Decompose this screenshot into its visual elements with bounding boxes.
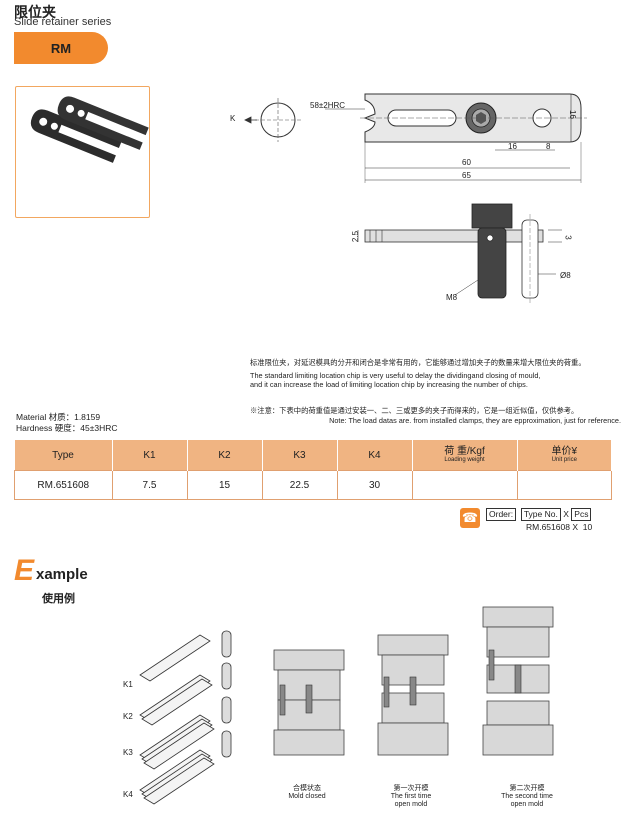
header-k1: K1 [112, 440, 188, 471]
caption-first-open-cn: 第一次开模 [393, 785, 429, 792]
dim-60: 60 [462, 158, 471, 167]
order-pcs: Pcs [571, 508, 592, 521]
caption-second-open-en: The second time [501, 793, 553, 800]
k1-label: K1 [123, 680, 133, 689]
hardness-note: 58±2HRC [310, 101, 346, 110]
caption-mold-closed: 合模状态 Mold closed [274, 785, 340, 801]
material-info: Material 材质：1.8159 Hardness 硬度：45±3HRC [16, 412, 118, 434]
note-cn: ※注意：下表中的荷重值是通过安装一、二、三或更多的夹子而得来的，它是一组近似值，… [250, 406, 579, 415]
note: ※注意：下表中的荷重值是通过安装一、二、三或更多的夹子而得来的，它是一组近似值，… [250, 406, 625, 426]
mold-diagrams [273, 606, 554, 756]
cell-k3: 22.5 [261, 470, 338, 500]
header-k3: K3 [262, 440, 338, 471]
header-k2: K2 [187, 440, 263, 471]
hardness-line: Hardness 硬度：45±3HRC [16, 423, 118, 433]
order-label: Order: [486, 508, 517, 521]
header-price-en: Unit price [551, 457, 577, 463]
spec-table-header: Type K1 K2 K3 K4 荷 重/Kgf Loading weight … [14, 440, 612, 471]
order-type-no: Type No. [520, 508, 561, 521]
k4-label: K4 [123, 790, 133, 799]
description: 标准限位夹，对延迟模具的分开和闭合是非常有用的，它能够通过增加夹子的数量来增大限… [250, 358, 625, 389]
caption-mold-closed-en: Mold closed [288, 793, 326, 800]
cell-price [516, 470, 612, 500]
caption-second-open: 第二次开模 The second time open mold [487, 785, 567, 809]
order-example-type: RM.651608 [526, 522, 570, 532]
m8-label: M8 [446, 293, 458, 302]
order-x: X [563, 509, 569, 519]
phone-icon: ☎ [460, 508, 480, 528]
dim-16-vertical: 16 [567, 110, 577, 119]
description-en-2: and it can increase the load of limiting… [250, 380, 528, 389]
header-load-cn: 荷 重/Kgf [444, 446, 485, 457]
header-price: 单价¥ Unit price [517, 440, 612, 471]
caption-first-open: 第一次开模 The first time open mold [378, 785, 444, 809]
dim-3: 3 [563, 235, 573, 240]
cell-load [411, 470, 518, 500]
cell-k2: 15 [186, 470, 263, 500]
cell-type: RM.651608 [14, 470, 113, 500]
title-en: Slide retainer series [14, 16, 112, 28]
header-load-en: Loading weight [444, 457, 485, 463]
material-line: Material 材质：1.8159 [16, 412, 101, 422]
caption-mold-closed-cn: 合模状态 [293, 785, 321, 792]
k3-label: K3 [123, 748, 133, 757]
d8-label: Ø8 [560, 271, 571, 280]
note-en: Note: The load datas are. from installed… [329, 416, 621, 425]
stacked-clips-illustration [139, 630, 232, 805]
caption-second-open-en2: open mold [510, 801, 544, 808]
k-arrow-label: K [230, 114, 236, 123]
order-example: RM.651608 X 10 [526, 522, 592, 532]
caption-first-open-en2: open mold [394, 801, 428, 808]
title-cn: 限位夹 [14, 4, 56, 20]
dim-8: 8 [546, 142, 551, 151]
top-view-drawing [244, 93, 587, 183]
product-photo [15, 86, 150, 218]
dim-2-5: 2.5 [351, 230, 361, 243]
series-badge: RM [14, 32, 108, 64]
header-type: Type [14, 440, 113, 471]
caption-first-open-en: The first time [390, 793, 432, 800]
header-price-cn: 单价¥ [551, 446, 578, 457]
table-row: RM.651608 7.5 15 22.5 30 [14, 470, 612, 500]
caption-second-open-cn: 第二次开模 [509, 785, 545, 792]
description-cn: 标准限位夹，对延迟模具的分开和闭合是非常有用的，它能够通过增加夹子的数量来增大限… [250, 358, 586, 367]
side-view-drawing [357, 203, 562, 304]
order-info: Order: Type No. X Pcs RM.651608 X 10 [486, 508, 592, 532]
product-illustration [30, 96, 149, 163]
dim-16-horizontal: 16 [508, 142, 517, 151]
order-example-x: X [572, 522, 578, 532]
cell-k1: 7.5 [111, 470, 188, 500]
header-load: 荷 重/Kgf Loading weight [412, 440, 518, 471]
dim-65: 65 [462, 171, 471, 180]
example-title: xample [36, 566, 88, 583]
cell-k4: 30 [336, 470, 413, 500]
k2-label: K2 [123, 712, 133, 721]
description-en-1: The standard limiting location chip is v… [250, 371, 541, 380]
header-k4: K4 [337, 440, 413, 471]
example-title-cn: 使用例 [42, 593, 75, 605]
order-example-qty: 10 [582, 522, 593, 532]
example-e: E [14, 554, 35, 587]
spec-table: Type K1 K2 K3 K4 荷 重/Kgf Loading weight … [14, 440, 612, 500]
